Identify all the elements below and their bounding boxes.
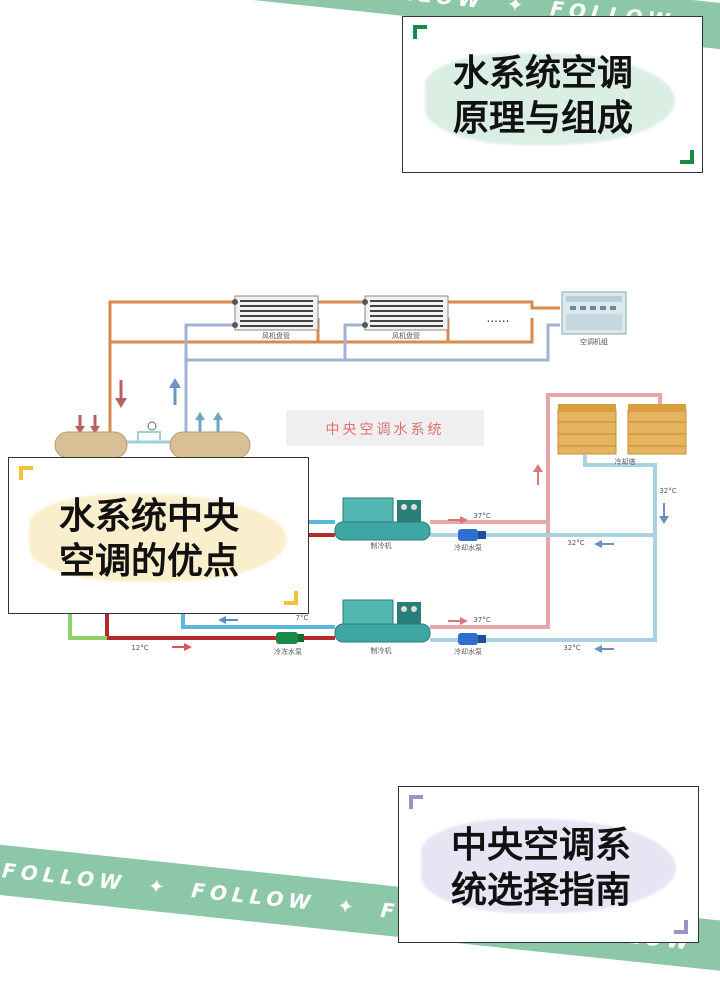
pump-label: 冷却水泵 — [454, 543, 482, 552]
chilled-water-pipe — [68, 520, 335, 640]
diagram-title: 中央空调水系统 — [326, 422, 445, 438]
fan-coil-label: 风机盘管 — [262, 331, 290, 340]
pump-label: 冷却水泵 — [454, 647, 482, 656]
corner-accent-icon — [680, 150, 694, 164]
corner-accent-icon — [674, 920, 688, 934]
supply-pipe-top — [108, 300, 560, 445]
fan-coil-unit — [362, 295, 449, 331]
water-system-diagram: 风机盘管 风机盘管 ...... 空调机组 中央空调水系统 冷却塔 — [54, 291, 687, 656]
fan-coil-unit — [232, 295, 319, 331]
card-title: 水系统中央 空调的优点 — [59, 494, 239, 584]
card-title: 水系统空调 原理与组成 — [453, 51, 633, 141]
card-title-line: 水系统中央 — [59, 496, 240, 537]
temperature-label: 7°C — [296, 614, 309, 622]
supply-branch — [110, 318, 534, 344]
card-title-line: 空调的优点 — [59, 541, 240, 582]
flow-arrow — [448, 464, 669, 653]
water-tank — [54, 421, 251, 459]
temperature-label: 32°C — [563, 644, 580, 652]
more-units-dots: ...... — [487, 311, 510, 325]
diagram-title-box — [286, 410, 484, 446]
chiller-unit — [334, 599, 431, 643]
temperature-label: 37°C — [473, 616, 490, 624]
return-pipe — [184, 323, 560, 445]
temperature-label: 32°C — [567, 539, 584, 547]
temperature-label: 12°C — [131, 644, 148, 652]
air-handling-unit — [561, 291, 627, 335]
card-principle[interactable]: 水系统空调 原理与组成 — [402, 16, 703, 173]
chilled-water-pump — [276, 632, 304, 644]
temperature-label: 32°C — [659, 487, 676, 495]
card-title-line: 统选择指南 — [451, 870, 632, 911]
corner-accent-icon — [19, 466, 33, 480]
corner-accent-icon — [413, 25, 427, 39]
cooling-water-pipe — [430, 393, 662, 642]
pump-label: 冷冻水泵 — [274, 647, 302, 656]
corner-accent-icon — [284, 591, 298, 605]
ahu-label: 空调机组 — [580, 337, 608, 346]
brush-decoration — [421, 819, 676, 913]
chiller-label: 制冷机 — [371, 541, 392, 550]
chiller-unit — [334, 497, 431, 541]
brush-decoration — [29, 494, 287, 582]
corner-accent-icon — [409, 795, 423, 809]
card-advantages[interactable]: 水系统中央 空调的优点 — [8, 457, 309, 614]
card-title-line: 中央空调系 — [451, 825, 632, 866]
flow-arrow — [75, 378, 223, 434]
brush-decoration — [425, 53, 675, 145]
card-title-line: 水系统空调 — [453, 53, 634, 94]
card-title-line: 原理与组成 — [453, 98, 634, 139]
card-guide[interactable]: 中央空调系 统选择指南 — [398, 786, 699, 943]
temperature-label: 37°C — [473, 512, 490, 520]
fan-coil-label: 风机盘管 — [392, 331, 420, 340]
chiller-label: 制冷机 — [371, 646, 392, 655]
cooling-tower-label: 冷却塔 — [615, 457, 636, 466]
card-title: 中央空调系 统选择指南 — [451, 823, 631, 913]
cooling-pump — [458, 529, 486, 645]
cooling-tower — [557, 404, 687, 455]
flow-arrow — [172, 616, 238, 651]
